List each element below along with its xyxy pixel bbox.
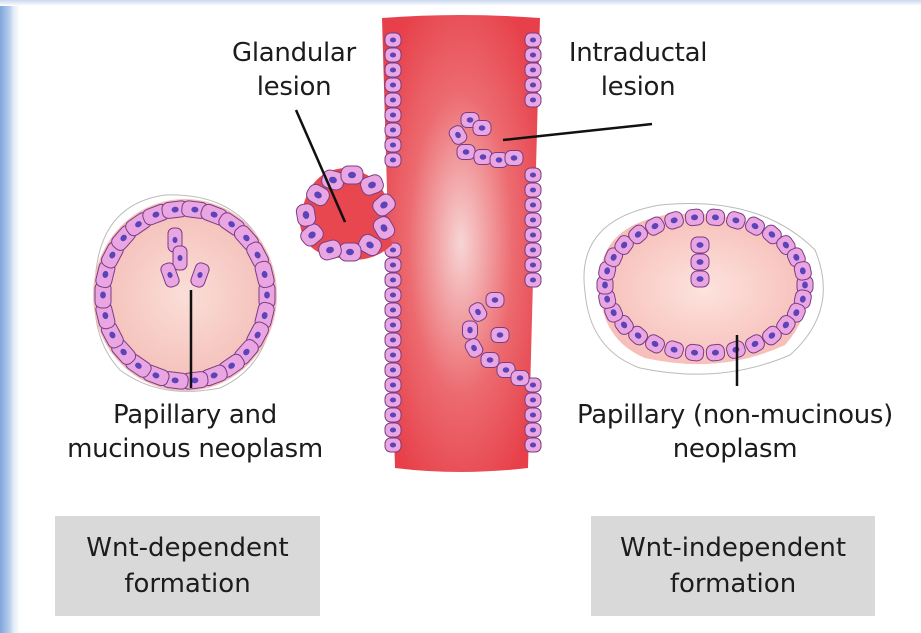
intraductal-cell	[481, 353, 499, 368]
duct-wall-cell	[385, 108, 401, 122]
duct-wall-cell	[385, 138, 401, 152]
duct-wall-cell	[525, 438, 541, 452]
duct-wall-cell	[385, 33, 401, 47]
duct-wall-cell	[385, 93, 401, 107]
non-mucinous-cell	[706, 344, 726, 362]
duct-wall-cell	[525, 78, 541, 92]
duct-wall-cell	[385, 63, 401, 77]
intraductal-cell	[505, 151, 523, 166]
intraductal-lesion-label: Intraductal lesion	[553, 36, 723, 104]
duct-wall-cell	[525, 33, 541, 47]
intraductal-cell	[491, 328, 509, 343]
duct-wall-cell	[385, 408, 401, 422]
intraductal-cell	[473, 121, 491, 136]
duct-wall-cell	[525, 243, 541, 257]
duct-wall-cell	[525, 168, 541, 182]
duct-wall-cell	[525, 273, 541, 287]
mucinous-cell	[173, 246, 187, 270]
glandular-lesion	[295, 166, 398, 262]
papillary-mucinous-line2: mucinous neoplasm	[40, 432, 350, 466]
duct-wall-cell	[385, 78, 401, 92]
papillary-mucinous-organoid	[93, 195, 277, 392]
duct-wall-cell	[385, 48, 401, 62]
duct-wall-cell	[385, 363, 401, 377]
duct-wall-cell	[385, 423, 401, 437]
duct-wall-cell	[385, 333, 401, 347]
duct-wall-cell	[525, 93, 541, 107]
non-mucinous-cell	[691, 271, 709, 287]
duct-wall-cell	[525, 393, 541, 407]
non-mucinous-cell	[691, 237, 709, 253]
wnt-dependent-line2: formation	[124, 566, 250, 602]
papillary-mucinous-line1: Papillary and	[40, 398, 350, 432]
duct-wall-cell	[385, 153, 401, 167]
papillary-non-mucinous-organoid	[584, 203, 823, 374]
wnt-independent-line2: formation	[670, 566, 796, 602]
glandular-lesion-label: Glandular lesion	[214, 36, 374, 104]
intraductal-cell	[457, 145, 475, 160]
intraductal-label-line2: lesion	[553, 70, 723, 104]
glandular-cell	[341, 166, 363, 184]
duct-wall-cell	[385, 123, 401, 137]
duct-wall-cell	[525, 408, 541, 422]
intraductal-cell	[463, 321, 478, 339]
duct-wall-cell	[525, 183, 541, 197]
duct-wall-cell	[525, 198, 541, 212]
intraductal-cell	[486, 293, 504, 308]
duct-wall-cell	[525, 213, 541, 227]
duct-wall-cell	[385, 318, 401, 332]
duct-wall-cell	[525, 258, 541, 272]
central-duct	[382, 15, 541, 472]
wnt-dependent-line1: Wnt-dependent	[86, 530, 288, 566]
papillary-non-mucinous-line1: Papillary (non-mucinous)	[560, 398, 910, 432]
papillary-non-mucinous-label: Papillary (non-mucinous) neoplasm	[560, 398, 910, 466]
non-mucinous-cell	[685, 208, 705, 226]
non-mucinous-cell	[685, 344, 705, 362]
intraductal-cell	[474, 150, 492, 165]
glandular-cell	[339, 243, 361, 261]
wnt-independent-line1: Wnt-independent	[620, 530, 846, 566]
duct-wall-cell	[385, 288, 401, 302]
duct-wall-cell	[385, 303, 401, 317]
papillary-non-mucinous-line2: neoplasm	[560, 432, 910, 466]
non-mucinous-cell	[706, 208, 726, 226]
papillary-mucinous-label: Papillary and mucinous neoplasm	[40, 398, 350, 466]
wnt-independent-box: Wnt-independent formation	[591, 516, 875, 616]
duct-wall-cell	[385, 438, 401, 452]
duct-wall-cell	[385, 378, 401, 392]
glandular-label-line1: Glandular	[214, 36, 374, 70]
duct-wall-cell	[525, 63, 541, 77]
duct-wall-cell	[385, 348, 401, 362]
duct-wall-cell	[385, 393, 401, 407]
glandular-label-line2: lesion	[214, 70, 374, 104]
intraductal-label-line1: Intraductal	[553, 36, 723, 70]
duct-wall-cell	[385, 273, 401, 287]
duct-wall-cell	[525, 228, 541, 242]
duct-wall-cell	[525, 423, 541, 437]
duct-wall-cell	[385, 258, 401, 272]
wnt-dependent-box: Wnt-dependent formation	[55, 516, 320, 616]
non-mucinous-cell	[691, 254, 709, 270]
intraductal-cell	[511, 371, 529, 386]
duct-wall-cell	[525, 48, 541, 62]
